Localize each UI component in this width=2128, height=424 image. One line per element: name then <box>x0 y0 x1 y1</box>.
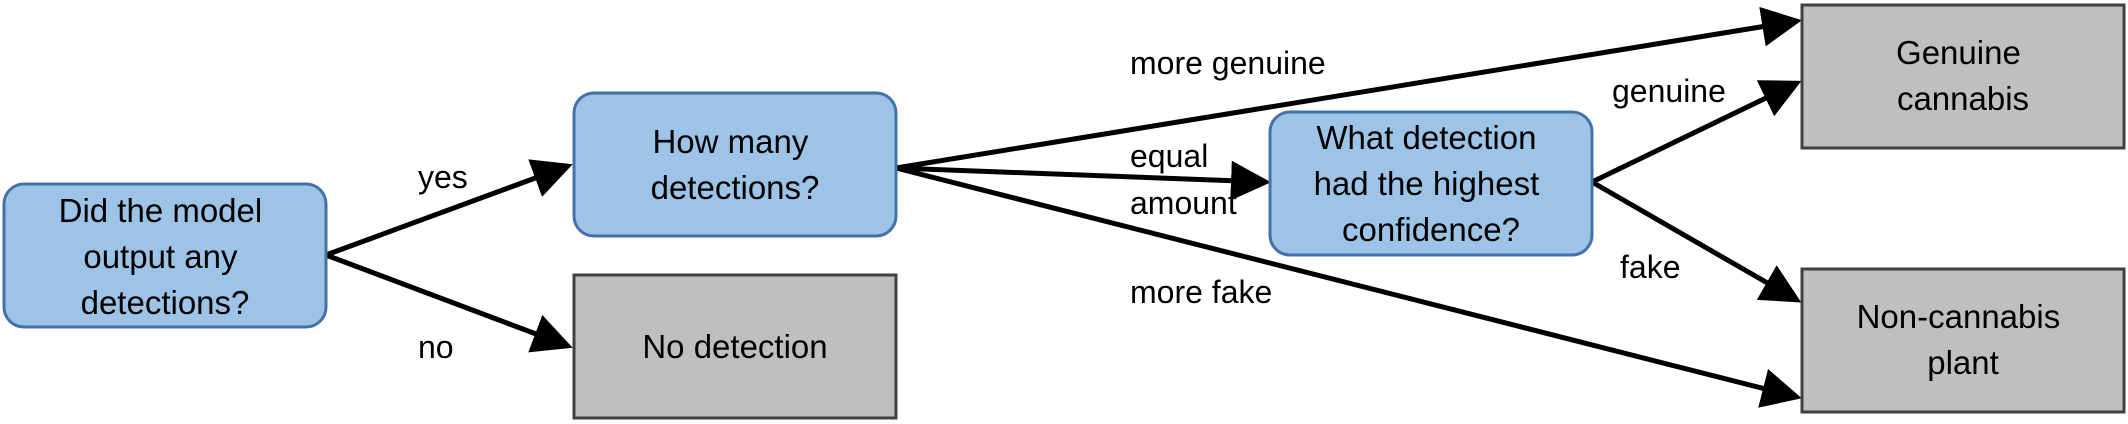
node-highest-confidence-label: What detection had the highest confidenc… <box>1314 119 1549 248</box>
node-no-detection-label: No detection <box>642 328 827 365</box>
edge-label-more-fake: more fake <box>1130 274 1272 310</box>
edge-more-fake-arrow <box>895 165 1802 408</box>
node-genuine-cannabis-label: Genuine cannabis <box>1896 34 2030 117</box>
edge-fake-arrow <box>1590 179 1802 303</box>
edge-yes-arrow <box>325 159 573 258</box>
edge-label-no: no <box>418 329 454 365</box>
edge-no-arrow <box>325 252 573 353</box>
edge-equal-amount-arrow <box>895 160 1271 201</box>
edge-genuine-arrow <box>1590 80 1802 185</box>
edge-label-fake: fake <box>1620 249 1680 285</box>
edge-label-genuine: genuine <box>1612 73 1726 109</box>
edges <box>325 6 1802 408</box>
node-how-many-detections-label: How many detections? <box>651 123 820 206</box>
node-no-detection: No detection <box>572 273 898 420</box>
node-did-model-output: Did the model output any detections? <box>2 182 328 329</box>
edge-label-more-genuine: more genuine <box>1130 45 1326 81</box>
node-highest-confidence: What detection had the highest confidenc… <box>1268 110 1594 257</box>
edge-more-genuine-arrow <box>895 6 1802 171</box>
edge-label-yes: yes <box>418 159 468 195</box>
node-genuine-cannabis: Genuine cannabis <box>1800 3 2126 150</box>
node-did-model-output-label: Did the model output any detections? <box>59 192 272 321</box>
node-how-many-detections: How many detections? <box>572 91 898 238</box>
edge-label-equal-amount: equal amount <box>1130 138 1237 221</box>
node-non-cannabis-plant: Non-cannabis plant <box>1800 267 2126 414</box>
node-non-cannabis-plant-label: Non-cannabis plant <box>1857 298 2070 381</box>
